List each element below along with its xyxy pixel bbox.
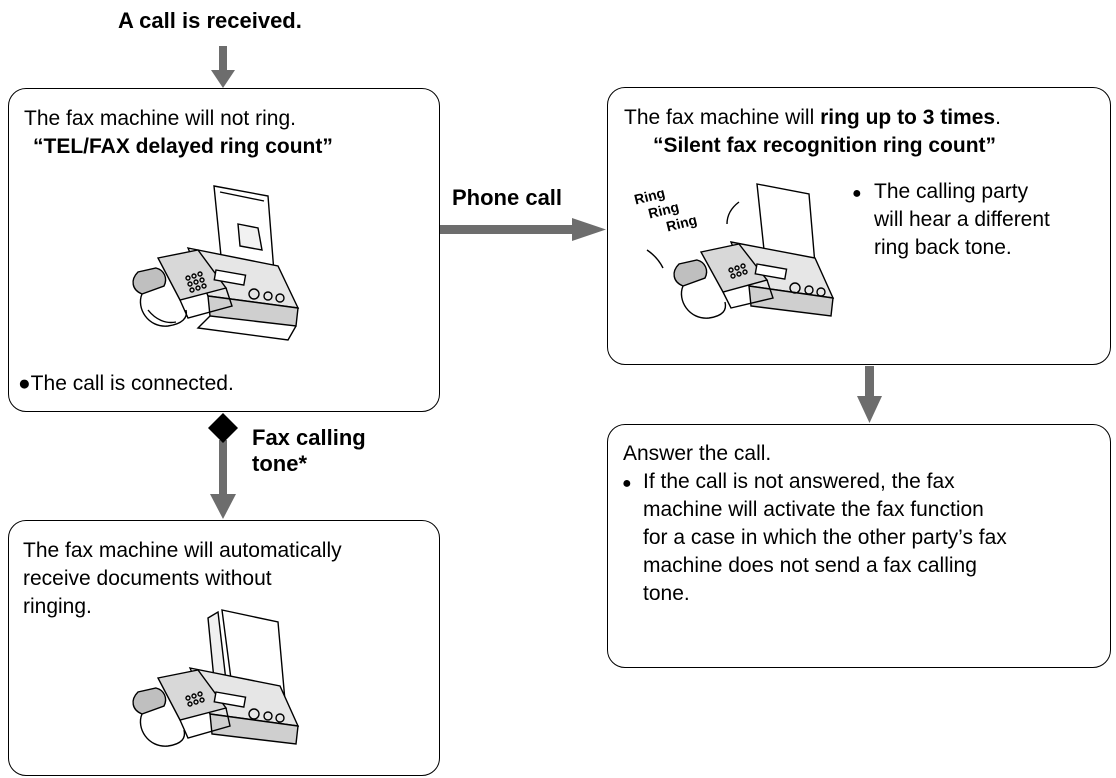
answer-bullet-line4: machine does not send a fax calling	[643, 554, 977, 577]
arrow-start	[211, 46, 235, 88]
silent-line1: The fax machine will ring up to 3 times.	[624, 106, 1001, 129]
silent-bullet-mark: ●	[852, 185, 862, 202]
answer-title: Answer the call.	[623, 442, 772, 465]
tel-fax-setting-name: “TEL/FAX delayed ring count”	[33, 135, 333, 158]
decision-diamond	[208, 413, 238, 443]
box-silent-fax-recognition	[607, 87, 1111, 365]
answer-bullet-line1: If the call is not answered, the fax	[643, 470, 955, 493]
fax-machine-icon	[132, 185, 300, 341]
start-label: A call is received.	[118, 8, 302, 33]
auto-line3: ringing.	[23, 595, 92, 618]
auto-line1: The fax machine will automatically	[23, 539, 342, 562]
silent-bullet-line3: ring back tone.	[874, 236, 1012, 259]
silent-setting-name: “Silent fax recognition ring count”	[653, 134, 997, 157]
answer-bullet-line2: machine will activate the fax function	[643, 498, 984, 521]
answer-bullet-line3: for a case in which the other party’s fa…	[643, 526, 1007, 549]
answer-bullet-mark: ●	[622, 475, 632, 492]
auto-line2: receive documents without	[23, 567, 272, 590]
fax-calling-tone-label-line2: tone*	[252, 451, 307, 476]
phone-call-label: Phone call	[452, 185, 563, 210]
arrow-phone-call	[440, 218, 606, 241]
fax-machine-receiving-icon	[132, 609, 300, 747]
box-answer-call	[607, 424, 1111, 668]
fax-machine-ringing-icon	[646, 183, 835, 319]
fax-calling-tone-label-line1: Fax calling	[252, 425, 366, 450]
tel-fax-line1: The fax machine will not ring.	[24, 107, 296, 130]
answer-bullet-line5: tone.	[643, 582, 690, 605]
silent-bullet-line2: will hear a different	[874, 208, 1050, 231]
silent-bullet-line1: The calling party	[874, 180, 1029, 203]
arrow-fax-calling-tone	[210, 440, 236, 519]
box-auto-receive	[8, 520, 440, 776]
arrow-to-answer	[857, 366, 882, 423]
tel-fax-bullet: ●The call is connected.	[18, 372, 234, 395]
